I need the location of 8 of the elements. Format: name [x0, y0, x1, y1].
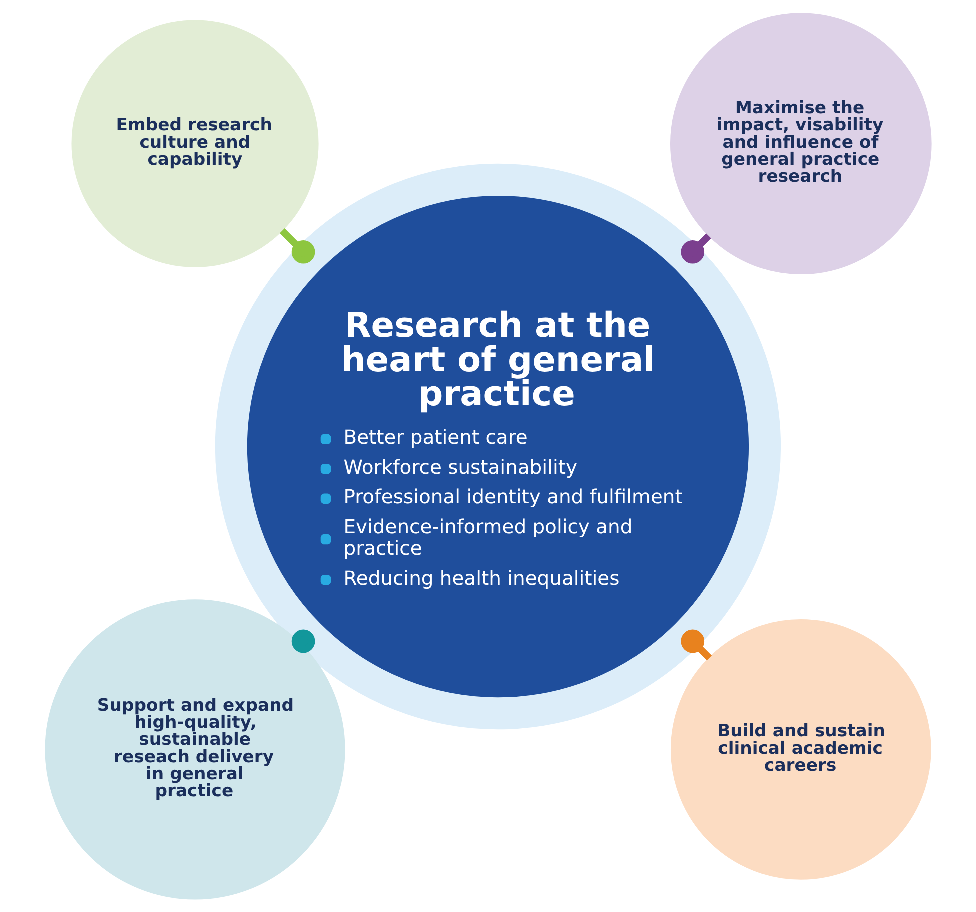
node-circle: Maximise the impact, visability and influence of general practice research [670, 12, 932, 274]
node-circle: Support and expand high-quality, sustainable reseach delivery in general practice [44, 599, 345, 900]
connector [279, 228, 315, 264]
node-circle: Build and sustain clinical academic careers [670, 619, 931, 880]
connector [680, 629, 712, 660]
connector [680, 233, 711, 264]
connector [291, 629, 315, 653]
node-circle: Embed research culture and capability [71, 20, 318, 267]
